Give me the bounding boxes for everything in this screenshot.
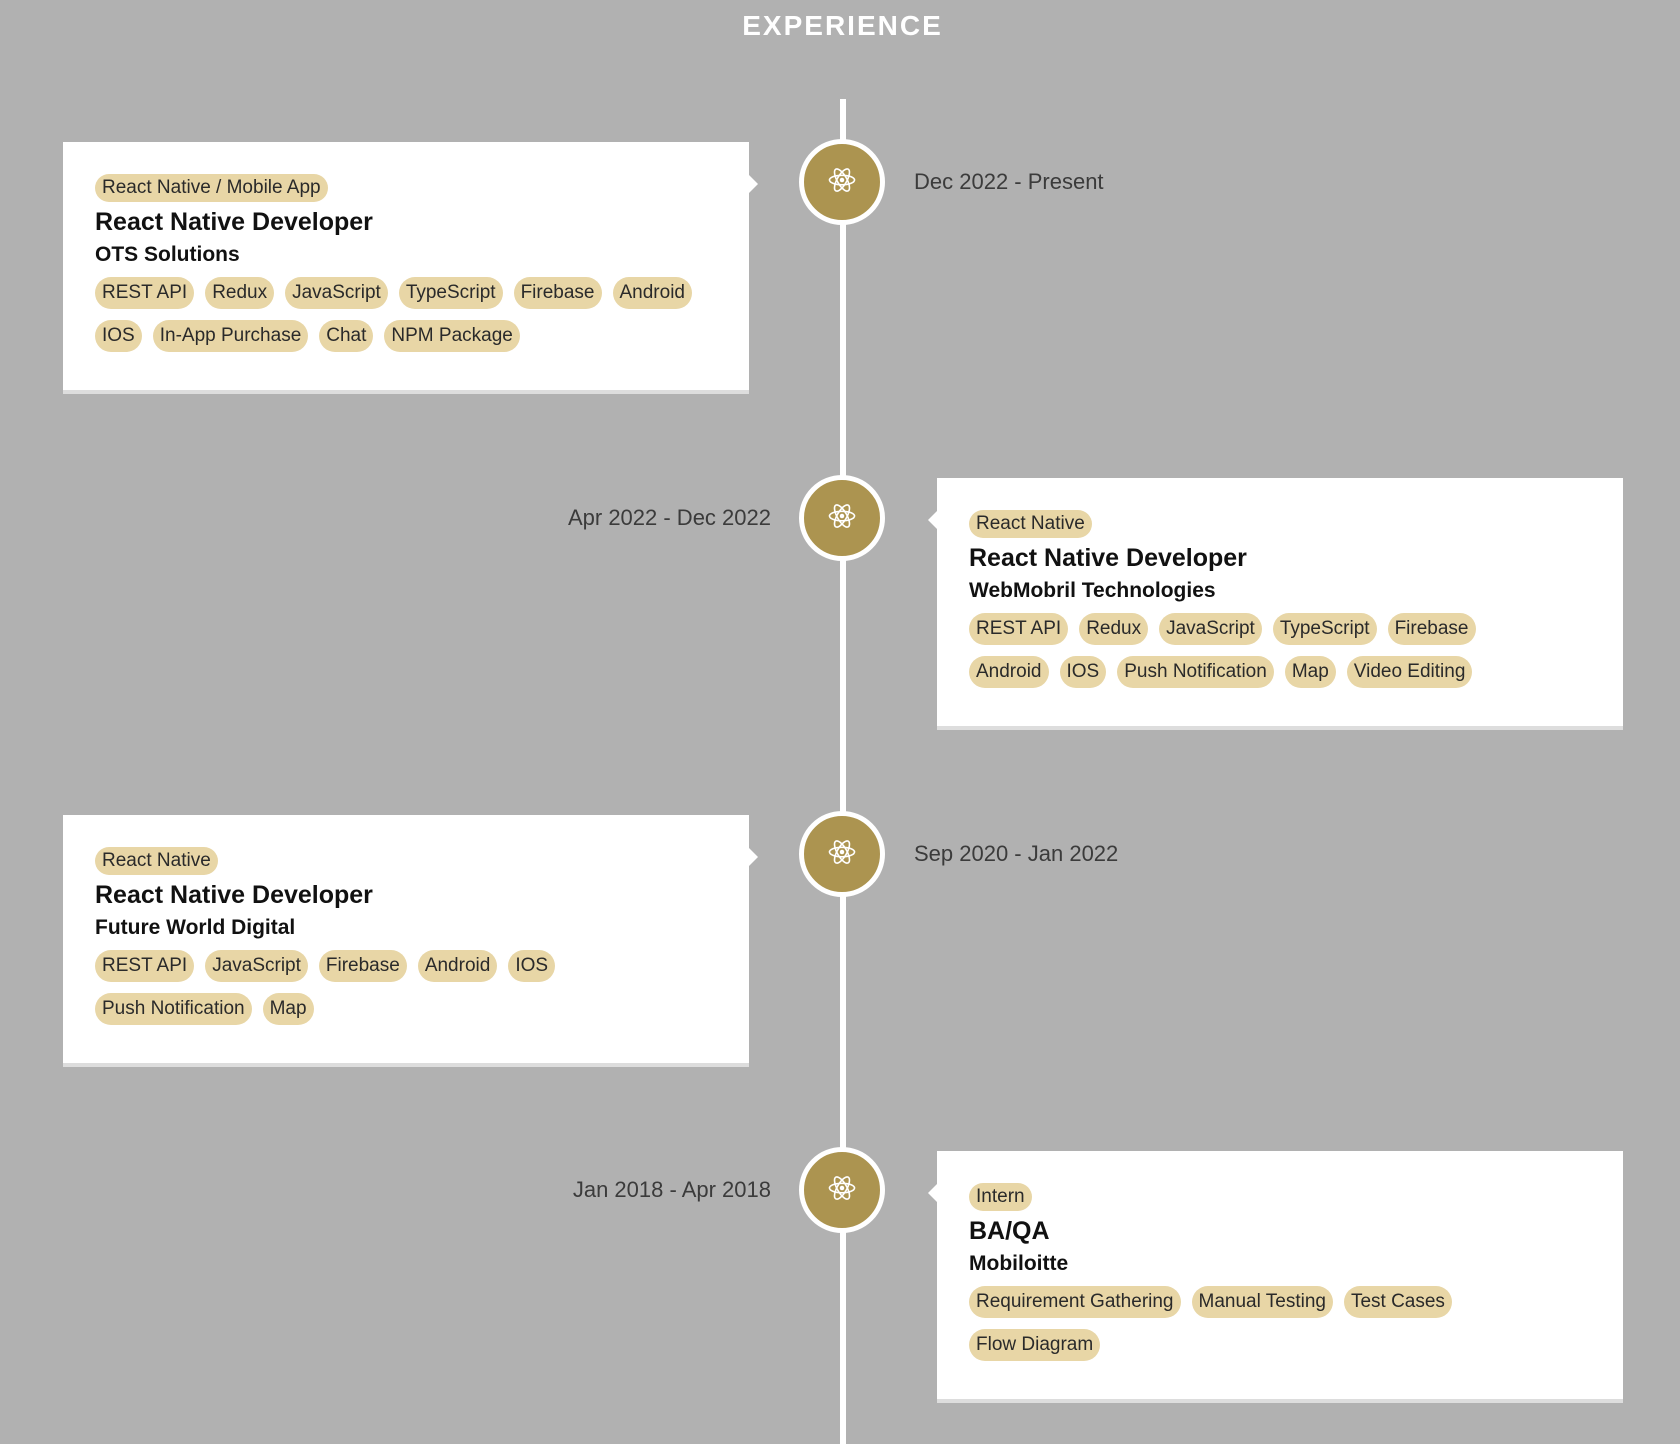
company-name: OTS Solutions	[95, 243, 240, 266]
timeline-node	[799, 475, 885, 561]
skill-tag: Android	[417, 950, 498, 982]
skill-tag: Requirement Gathering	[969, 1286, 1181, 1318]
react-atom-icon	[827, 837, 857, 872]
category-badge: Intern	[969, 1183, 1032, 1211]
company-name: WebMobril Technologies	[969, 579, 1216, 602]
card-pointer	[749, 848, 758, 866]
experience-card: Intern BA/QA Mobiloitte Requirement Gath…	[928, 1151, 1623, 1403]
company-name: Future World Digital	[95, 916, 296, 939]
skill-tag: In-App Purchase	[152, 320, 309, 352]
react-atom-icon	[827, 501, 857, 536]
skill-tag: IOS	[1059, 656, 1107, 688]
skill-tags: Requirement Gathering Manual Testing Test …	[969, 1286, 1569, 1372]
skill-tag: Android	[969, 656, 1049, 688]
experience-card: React Native React Native Developer Futu…	[63, 815, 758, 1067]
card-pointer	[928, 1184, 937, 1202]
react-atom-icon	[827, 1173, 857, 1208]
skill-tags: REST API Redux JavaScript TypeScript Firebas…	[95, 277, 715, 363]
skill-tag: REST API	[969, 613, 1069, 645]
job-role: React Native Developer	[95, 881, 373, 909]
company-name: Mobiloitte	[969, 1252, 1069, 1275]
experience-card: React Native / Mobile App React Native D…	[63, 142, 758, 394]
skill-tag: Push Notification	[1117, 656, 1274, 688]
skill-tag: JavaScript	[285, 277, 388, 309]
skill-tag: Flow Diagram	[969, 1329, 1101, 1361]
job-role: React Native Developer	[95, 208, 373, 236]
skill-tag: Test Cases	[1343, 1286, 1452, 1318]
skill-tag: Video Editing	[1346, 656, 1473, 688]
category-badge: React Native / Mobile App	[95, 174, 328, 202]
category-badge: React Native	[969, 510, 1092, 538]
section-title: EXPERIENCE	[742, 10, 943, 41]
skill-tag: IOS	[95, 320, 142, 352]
skill-tag: Firebase	[513, 277, 602, 309]
skill-tag: REST API	[95, 277, 195, 309]
skill-tag: IOS	[508, 950, 556, 982]
skill-tag: JavaScript	[1159, 613, 1262, 645]
card-pointer	[928, 511, 937, 529]
job-role: BA/QA	[969, 1217, 1050, 1245]
skill-tag: Android	[612, 277, 692, 309]
skill-tag: Redux	[205, 277, 275, 309]
skill-tag: Map	[1284, 656, 1336, 688]
skill-tag: TypeScript	[398, 277, 503, 309]
skill-tag: Chat	[319, 320, 374, 352]
skill-tags: REST API JavaScript Firebase Android IOS Push…	[95, 950, 715, 1036]
date-range: Sep 2020 - Jan 2022	[914, 841, 1119, 866]
timeline-node	[799, 139, 885, 225]
date-range: Dec 2022 - Present	[914, 169, 1104, 194]
skill-tag: JavaScript	[205, 950, 308, 982]
skill-tags: REST API Redux JavaScript TypeScript Firebas…	[969, 613, 1569, 699]
skill-tag: NPM Package	[384, 320, 520, 352]
react-atom-icon	[827, 165, 857, 200]
timeline-node	[799, 1147, 885, 1233]
skill-tag: Manual Testing	[1191, 1286, 1333, 1318]
job-role: React Native Developer	[969, 544, 1247, 572]
date-range: Jan 2018 - Apr 2018	[572, 1177, 771, 1202]
experience-card: React Native React Native Developer WebM…	[928, 478, 1623, 730]
timeline-node	[799, 811, 885, 897]
skill-tag: Firebase	[1387, 613, 1476, 645]
date-range: Apr 2022 - Dec 2022	[567, 505, 771, 530]
skill-tag: Redux	[1079, 613, 1149, 645]
skill-tag: Push Notification	[95, 993, 252, 1025]
skill-tag: Firebase	[318, 950, 407, 982]
category-badge: React Native	[95, 847, 218, 875]
timeline-line	[840, 99, 846, 1444]
skill-tag: REST API	[95, 950, 195, 982]
skill-tag: TypeScript	[1272, 613, 1377, 645]
skill-tag: Map	[262, 993, 314, 1025]
card-pointer	[749, 175, 758, 193]
